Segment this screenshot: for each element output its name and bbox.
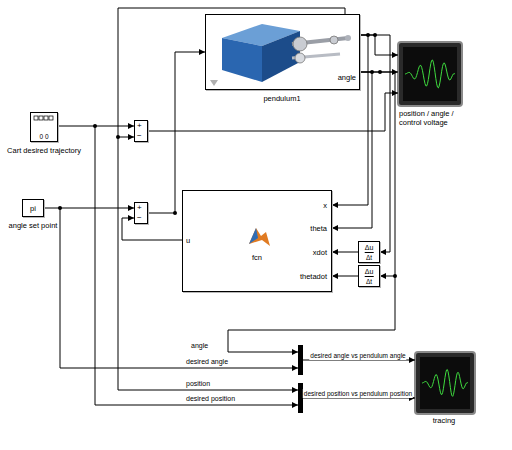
signal-line — [148, 93, 398, 131]
signal-line — [58, 126, 134, 127]
matlab-logo — [249, 228, 270, 246]
signal-label: desired position vs pendulum position — [303, 389, 413, 398]
signal-line — [118, 8, 345, 137]
signal-label: desired angle vs pendulum angle — [309, 351, 406, 360]
signal-label: desired position — [185, 394, 236, 403]
signal-line — [44, 208, 134, 209]
block-text: + — [137, 121, 142, 131]
block-text: + — [137, 203, 142, 213]
block-text: Δt — [366, 253, 372, 262]
block-text: − — [137, 213, 142, 223]
mux-bar — [298, 345, 303, 375]
block-text: 0 0 — [39, 132, 48, 141]
block-text: angle — [338, 73, 356, 82]
block-name: position / angle / control voltage — [399, 109, 469, 127]
signal-line — [332, 72, 372, 228]
block-text: pi — [30, 204, 36, 213]
block-name: tracing — [433, 416, 456, 425]
signal-label: angle — [190, 341, 209, 350]
block-text: u — [186, 236, 190, 245]
signal-line — [360, 35, 390, 252]
branch-dots — [58, 33, 397, 278]
signal-label: desired angle — [185, 357, 229, 366]
derivative-block: ΔuΔt — [358, 241, 380, 263]
block-text: xdot — [313, 248, 327, 257]
block-text: theta — [310, 224, 327, 233]
block-name: Cart desired trajectory — [7, 146, 81, 155]
block-text: − — [137, 131, 142, 141]
derivative-block: ΔuΔt — [358, 265, 380, 287]
block-text: Δu — [365, 243, 374, 253]
signal-line — [122, 218, 182, 240]
signal-builder-block: 0 0Cart desired trajectory — [30, 112, 58, 142]
scope-block: tracing — [415, 352, 475, 414]
pendulum-illustration — [210, 24, 351, 86]
scope-trace — [422, 370, 468, 397]
scope-screens — [398, 42, 475, 414]
signal-line — [332, 35, 368, 205]
block-name: angle set point — [9, 221, 58, 230]
signal-builder-icon — [34, 116, 53, 120]
matlab-function-block: u x theta xdot thetadot fcn — [182, 190, 332, 292]
scope-trace — [405, 60, 455, 88]
block-text: Δt — [366, 277, 372, 286]
pendulum-block: anglependulum1 — [205, 14, 360, 90]
block-text: x — [323, 201, 327, 210]
mux-wiring — [60, 126, 415, 405]
sum-block: +− — [134, 202, 148, 224]
signal-line — [360, 72, 395, 276]
signal-label: position — [185, 379, 211, 388]
scope-block: position / angle / control voltage — [398, 42, 462, 106]
block-text: Δu — [365, 267, 374, 277]
block-text: thetadot — [300, 272, 327, 281]
sum-block: +− — [134, 120, 148, 142]
block-text: fcn — [252, 253, 262, 262]
constant-block: piangle set point — [22, 199, 44, 217]
signal-line — [332, 276, 358, 277]
signal-line — [148, 52, 205, 213]
block-name: pendulum1 — [263, 94, 300, 103]
signal-line — [360, 35, 398, 55]
signal-line — [332, 252, 358, 253]
mux-bar — [298, 383, 303, 413]
